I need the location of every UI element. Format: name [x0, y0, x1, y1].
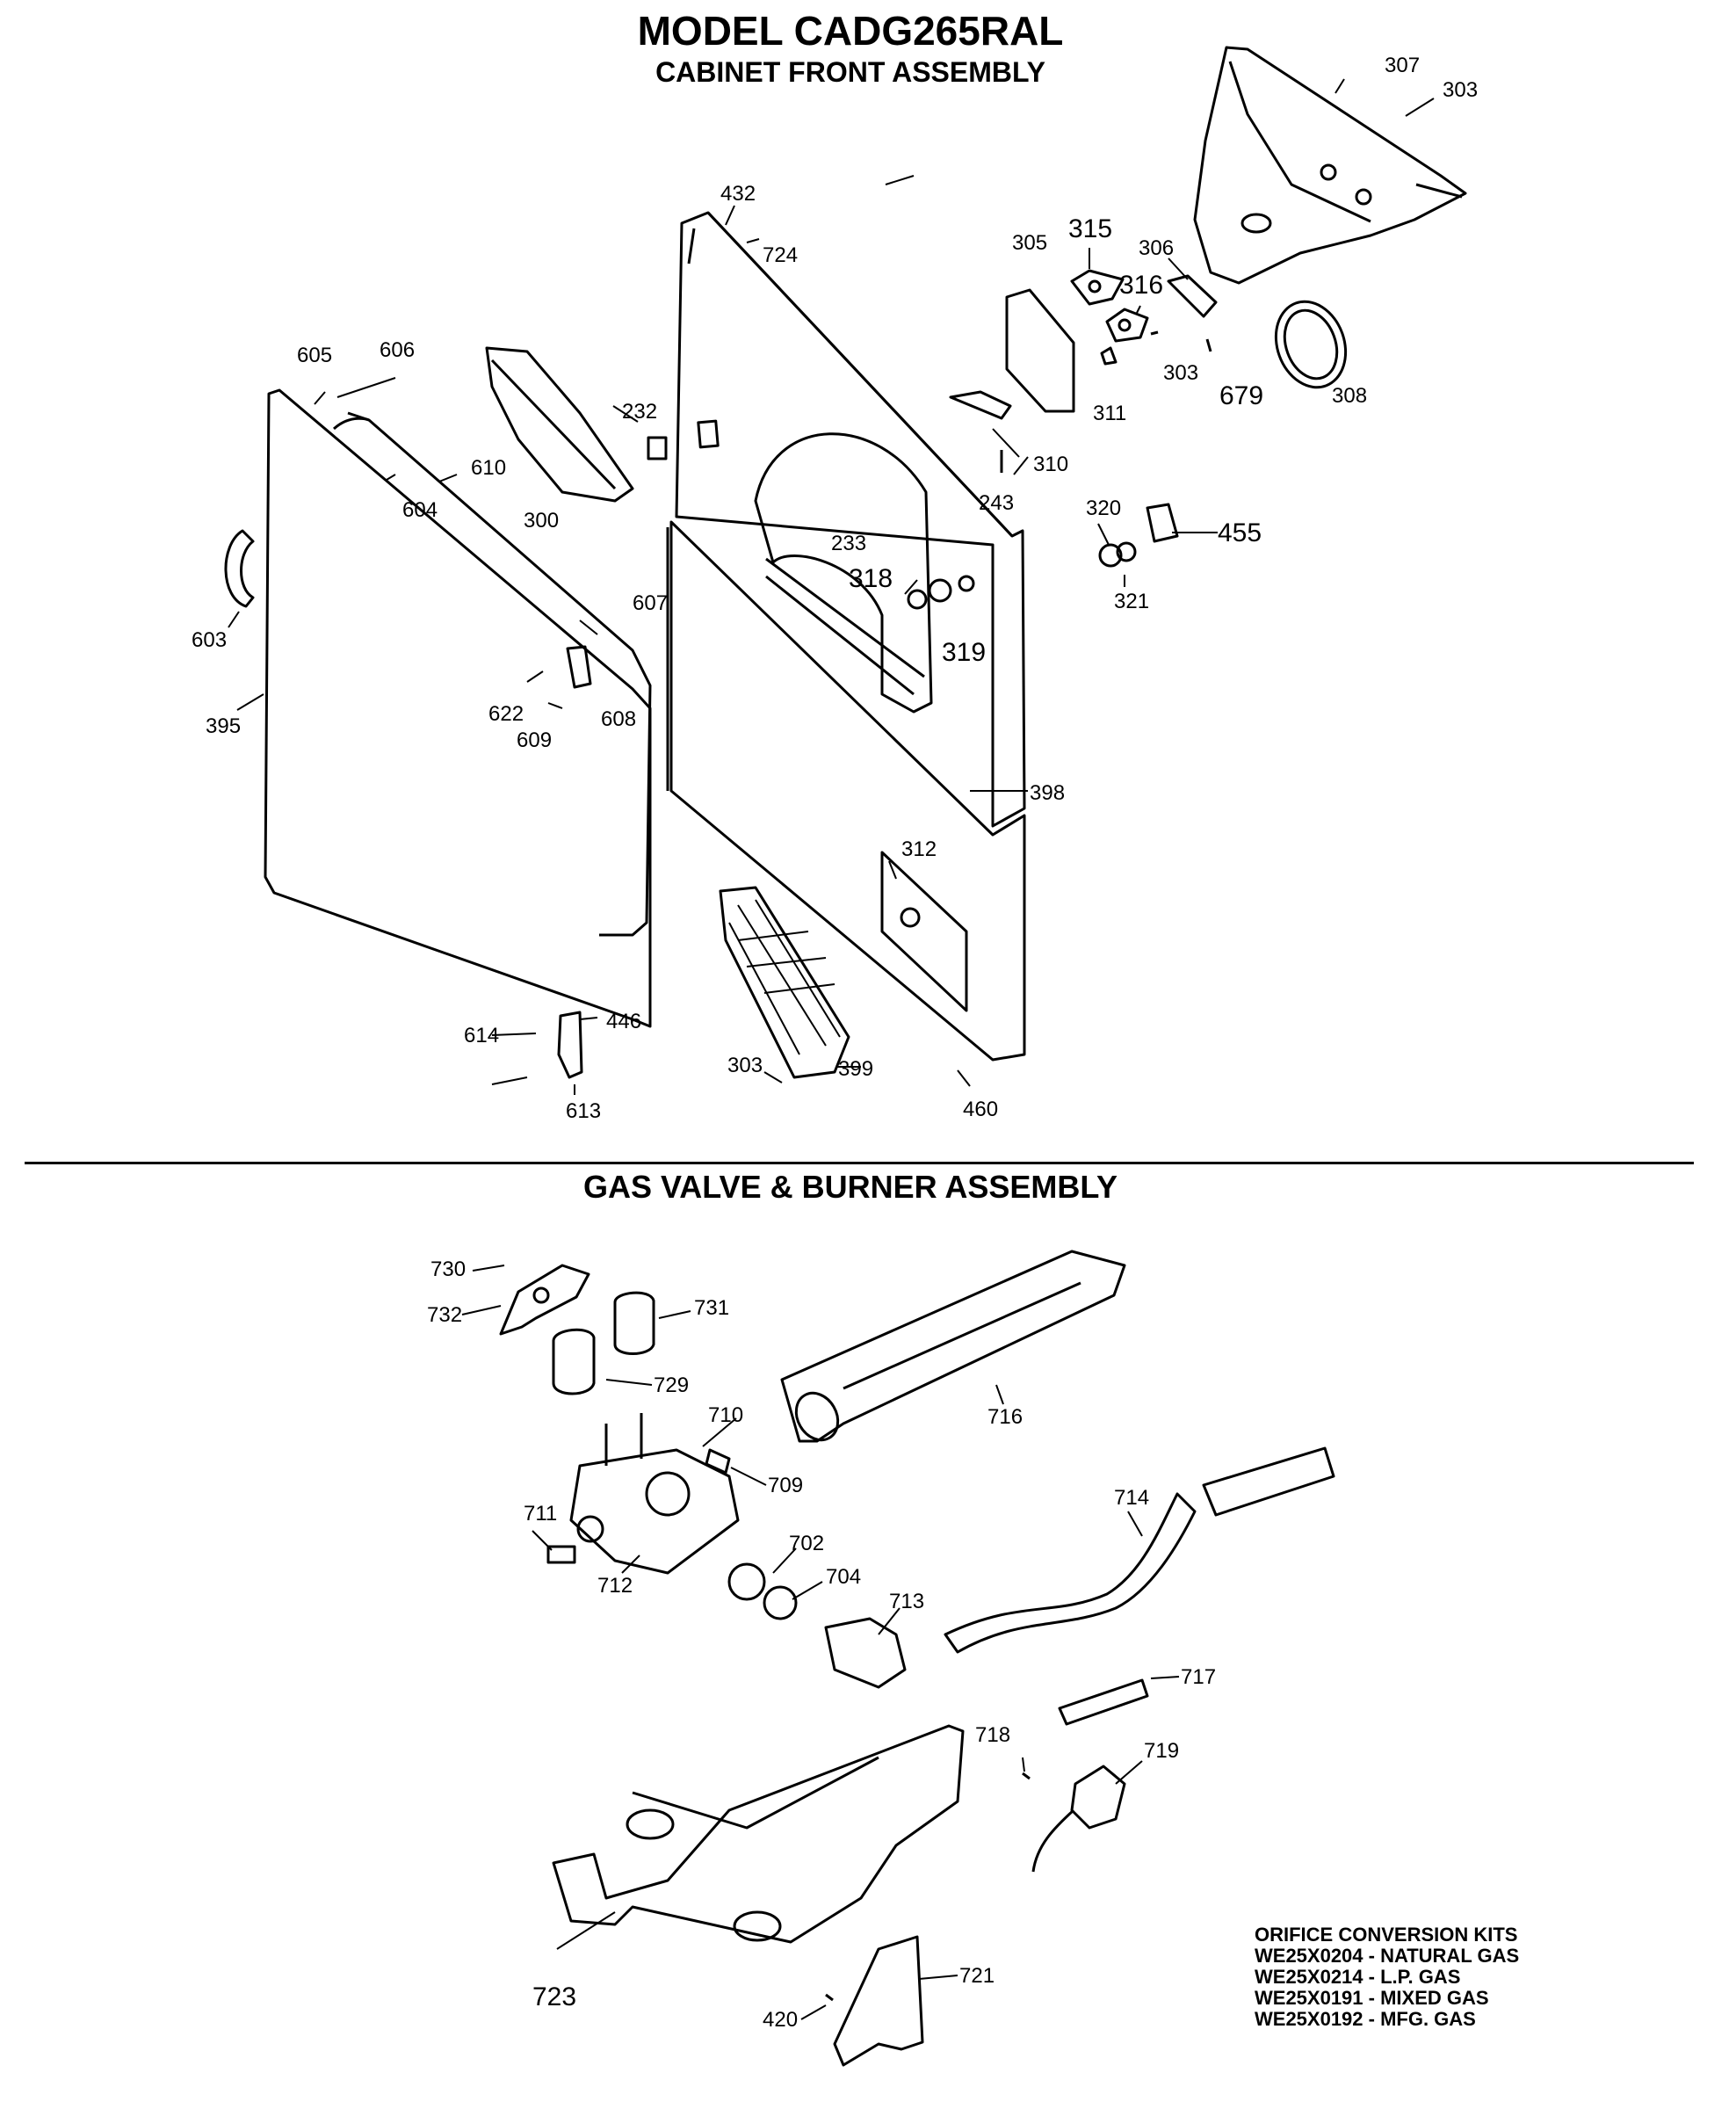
- page-title: MODEL CADG265RAL: [637, 8, 1064, 54]
- part-label: 420: [763, 2008, 798, 2032]
- part-label: 604: [402, 498, 438, 522]
- part-316-drawing: [1105, 308, 1149, 343]
- part-label: 605: [297, 344, 332, 367]
- part-label: 303: [1443, 78, 1478, 102]
- kit-item: WE25X0191 - MIXED GAS: [1255, 1987, 1489, 2009]
- orifice-conversion-kits: ORIFICE CONVERSION KITS WE25X0204 - NATU…: [1255, 1924, 1519, 2030]
- part-label: 613: [566, 1099, 601, 1123]
- part-713-drawing: [824, 1617, 907, 1689]
- part-732-drawing: [499, 1264, 590, 1336]
- part-label: 723: [532, 1982, 576, 2011]
- part-603-drawing: [224, 529, 255, 608]
- part-label: 608: [601, 707, 636, 731]
- part-label: 717: [1181, 1665, 1216, 1689]
- part-label: 460: [963, 1098, 998, 1121]
- part-label: 732: [427, 1303, 462, 1327]
- section-divider: [25, 1162, 1694, 1164]
- part-label: 614: [464, 1024, 499, 1047]
- kits-heading: ORIFICE CONVERSION KITS: [1255, 1924, 1518, 1946]
- part-label: 321: [1114, 590, 1149, 613]
- part-398-drawing: [675, 211, 1026, 828]
- part-395-drawing: [264, 388, 652, 1028]
- part-label: 311: [1093, 402, 1126, 425]
- part-label: 716: [987, 1405, 1023, 1429]
- part-label: 709: [768, 1474, 803, 1497]
- part-label: 714: [1114, 1486, 1149, 1510]
- part-label: 399: [838, 1057, 873, 1081]
- part-310-drawing: [949, 390, 1012, 420]
- part-716-drawing: [780, 1250, 1126, 1443]
- part-label: 310: [1033, 453, 1068, 476]
- part-label: 306: [1139, 236, 1174, 260]
- kit-item: WE25X0214 - L.P. GAS: [1255, 1966, 1461, 1988]
- part-label: 710: [708, 1403, 743, 1427]
- part-308-drawing: [1274, 300, 1348, 389]
- part-label: 724: [763, 243, 798, 267]
- part-label: 702: [789, 1532, 824, 1555]
- part-label: 713: [889, 1590, 924, 1613]
- part-731-drawing: [613, 1291, 655, 1355]
- part-232-drawing: [647, 436, 668, 460]
- part-709-drawing: [705, 1448, 731, 1475]
- part-305-drawing: [1005, 288, 1075, 413]
- part-label: 232: [622, 400, 657, 424]
- part-719-drawing: [1070, 1765, 1126, 1830]
- part-306-drawing: [1167, 274, 1218, 318]
- part-714-drawing: [944, 1492, 1197, 1654]
- part-label: 609: [517, 728, 552, 752]
- part-label: 316: [1119, 271, 1163, 300]
- part-label: 711: [524, 1502, 557, 1526]
- part-label: 432: [720, 182, 756, 206]
- part-label: 308: [1332, 384, 1367, 408]
- section-title-gas-valve: GAS VALVE & BURNER ASSEMBLY: [582, 1169, 1118, 1205]
- part-label: 303: [1163, 361, 1198, 385]
- part-613-drawing: [557, 1011, 583, 1079]
- part-721-drawing: [833, 1935, 924, 2067]
- part-label: 730: [430, 1257, 466, 1281]
- kit-item: WE25X0204 - NATURAL GAS: [1255, 1945, 1520, 1967]
- part-723-drawing: [552, 1724, 965, 1944]
- part-label: 320: [1086, 496, 1121, 520]
- part-label: 305: [1012, 231, 1047, 255]
- part-399-drawing: [719, 886, 850, 1079]
- part-label: 610: [471, 456, 506, 480]
- part-307-drawing: [1193, 46, 1467, 285]
- part-label: 303: [727, 1054, 763, 1077]
- part-455-drawing: [1146, 503, 1179, 543]
- part-label: 243: [979, 491, 1014, 515]
- part-315-drawing: [1070, 269, 1125, 306]
- part-704-drawing: [763, 1585, 798, 1620]
- part-label: 679: [1219, 381, 1263, 410]
- part-label: 607: [633, 591, 668, 615]
- part-label: 455: [1218, 518, 1262, 547]
- part-label: 606: [380, 338, 415, 362]
- part-label: 307: [1385, 54, 1420, 77]
- part-label: 603: [192, 628, 227, 652]
- part-label: 712: [597, 1574, 633, 1598]
- part-717-drawing: [1058, 1678, 1149, 1726]
- part-label: 398: [1030, 781, 1065, 805]
- part-label: 318: [849, 564, 893, 593]
- part-label: 233: [831, 532, 866, 555]
- part-label: 312: [901, 837, 937, 861]
- part-label: 395: [206, 714, 241, 738]
- section-title-cabinet-front: CABINET FRONT ASSEMBLY: [655, 56, 1045, 88]
- part-label: 729: [654, 1373, 689, 1397]
- part-711-drawing: [546, 1545, 576, 1564]
- part-label: 721: [959, 1964, 995, 1988]
- part-label: 704: [826, 1565, 861, 1589]
- part-label: 315: [1068, 214, 1112, 243]
- kit-item: WE25X0192 - MFG. GAS: [1255, 2008, 1476, 2030]
- part-label: 622: [488, 702, 524, 726]
- part-label: 319: [942, 638, 986, 667]
- part-label: 718: [975, 1723, 1010, 1747]
- part-label: 300: [524, 509, 559, 533]
- part-label: 731: [694, 1296, 729, 1320]
- part-729-drawing: [552, 1328, 596, 1395]
- part-label: 719: [1144, 1739, 1179, 1763]
- part-label: 446: [606, 1010, 641, 1033]
- part-702-drawing: [727, 1562, 766, 1601]
- part-300-drawing: [485, 346, 634, 503]
